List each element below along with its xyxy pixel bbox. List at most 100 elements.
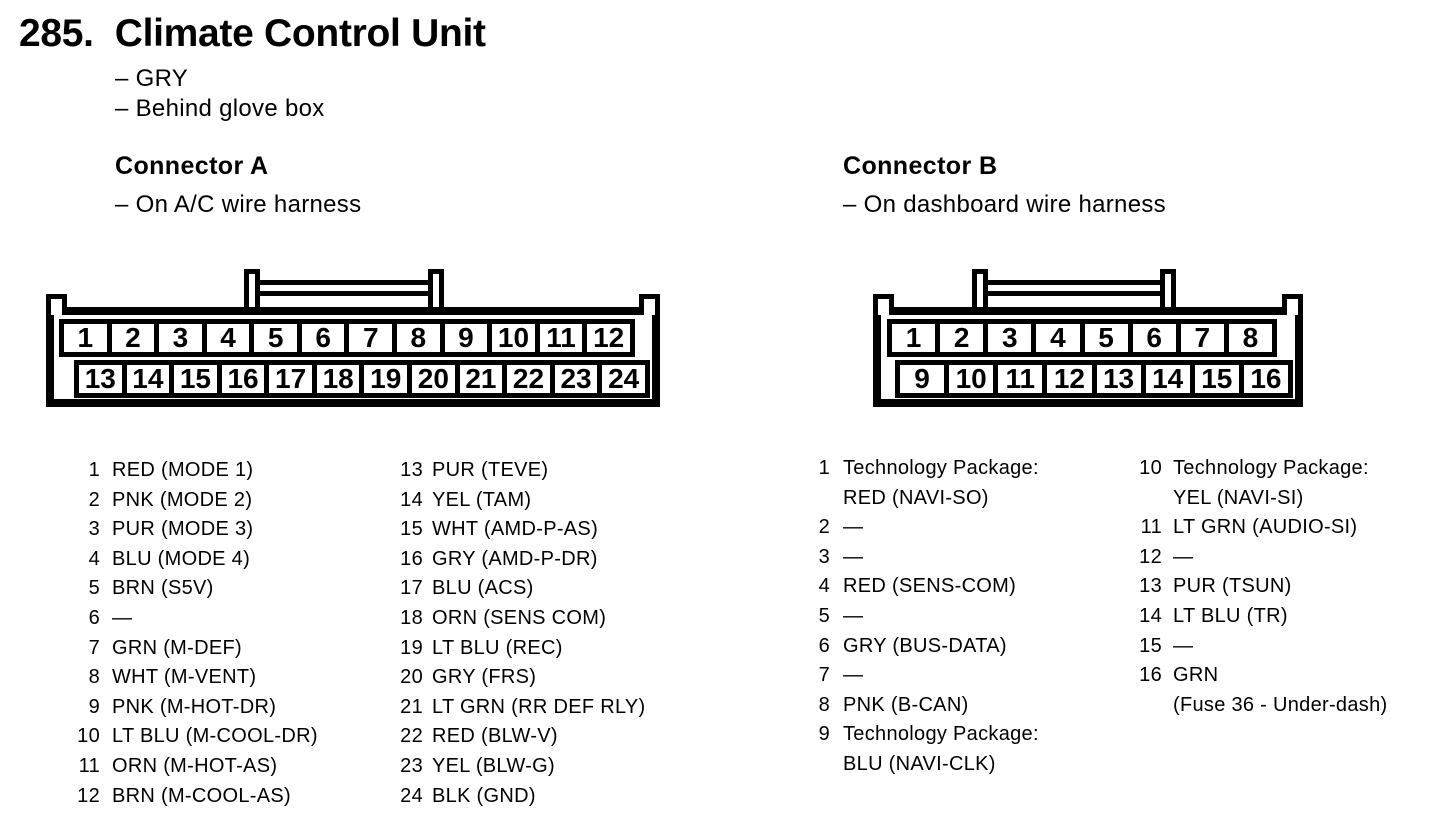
- connector-b-latch: [873, 269, 1303, 307]
- pin-entry: 1 Technology Package: RED (NAVI-SO): [806, 454, 1039, 513]
- pin-description: —: [843, 543, 863, 573]
- pin-number: 13: [1139, 575, 1162, 598]
- wire-color-function: —: [843, 604, 864, 627]
- pin-cell: 7: [344, 319, 398, 357]
- pin-number: 2: [818, 516, 830, 539]
- pin-entry: 12 —: [1128, 543, 1387, 573]
- pin-cell: 9: [895, 360, 950, 398]
- pin-number: 11: [1140, 516, 1162, 539]
- connector-b-body: 1 2 3 4 5 6 7 8 9: [873, 294, 1303, 407]
- wire-color-function: —: [843, 545, 864, 568]
- pin-description: PNK (B-CAN): [843, 691, 969, 721]
- wire-color-function: WHT (M-VENT): [112, 666, 257, 689]
- pin-cell: 20: [407, 360, 460, 398]
- pin-description: —: [843, 513, 863, 543]
- note-line: – GRY: [115, 65, 189, 92]
- corner-tab-left: [46, 294, 67, 315]
- pin-description: WHT (AMD-P-AS): [432, 515, 598, 545]
- wire-color-function: Technology Package:: [1173, 457, 1369, 479]
- wire-color-function: LT BLU (TR): [1173, 604, 1288, 627]
- wire-color-function: RED (MODE 1): [112, 459, 254, 481]
- pin-description: ORN (M-HOT-AS): [112, 752, 277, 782]
- wire-color-function: RED (BLW-V): [432, 725, 558, 748]
- pin-entry: 5 —: [806, 602, 1039, 632]
- pin-entry: 1 RED (MODE 1): [76, 456, 318, 486]
- pin-entry: 6 GRY (BUS-DATA): [806, 632, 1039, 662]
- latch-bar: [254, 280, 434, 296]
- pin-entry: 6 —: [76, 604, 318, 634]
- wire-color-function: —: [1173, 634, 1194, 657]
- pin-number: 7: [818, 664, 830, 687]
- pin-description: —: [843, 661, 863, 691]
- pin-entry: 23 YEL (BLW-G): [388, 752, 646, 782]
- latch-post-left: [244, 269, 260, 307]
- pin-number: 15: [400, 518, 423, 541]
- pin-number: 13: [400, 459, 423, 481]
- pin-description: WHT (M-VENT): [112, 663, 256, 693]
- pin-entry: 14 YEL (TAM): [388, 486, 646, 516]
- wire-color-function-line2: YEL (NAVI-SI): [1173, 486, 1304, 509]
- pin-description: PUR (MODE 3): [112, 515, 253, 545]
- wire-color-function: Technology Package:: [843, 723, 1039, 746]
- pin-number: 6: [88, 606, 100, 629]
- pin-cell: 18: [311, 360, 365, 398]
- pin-entry: 7 —: [806, 661, 1039, 691]
- pin-description: —: [1173, 632, 1193, 662]
- connector-b-top-row: 1 2 3 4 5 6 7 8: [887, 319, 1277, 357]
- pin-entry: 9 Technology Package: BLU (NAVI-CLK): [806, 720, 1039, 779]
- pin-number: 12: [1139, 545, 1162, 568]
- pin-cell: 6: [1127, 319, 1181, 357]
- pin-number: 20: [400, 666, 423, 689]
- wire-color-function: ORN (SENS COM): [432, 606, 607, 629]
- pin-entry: 13 PUR (TEVE): [388, 456, 646, 486]
- pin-number: 24: [400, 784, 423, 807]
- pin-entry: 15 WHT (AMD-P-AS): [388, 515, 646, 545]
- pin-entry: 3 PUR (MODE 3): [76, 515, 318, 545]
- pin-description: PUR (TEVE): [432, 456, 548, 486]
- wire-color-function: YEL (TAM): [432, 488, 532, 511]
- pin-description: GRN (Fuse 36 - Under-dash): [1173, 661, 1387, 720]
- pin-number: 10: [77, 725, 100, 748]
- pin-cell: 11: [993, 360, 1048, 398]
- pin-number: 5: [818, 604, 830, 627]
- pin-description: YEL (TAM): [432, 486, 531, 516]
- pin-number: 3: [88, 518, 100, 541]
- pin-description: Technology Package: BLU (NAVI-CLK): [843, 720, 1039, 779]
- pin-cell: 3: [983, 319, 1037, 357]
- pin-entry: 4 BLU (MODE 4): [76, 545, 318, 575]
- pin-number: 2: [88, 488, 100, 511]
- connector-b-pin-list-col1: 1 Technology Package: RED (NAVI-SO) 2 — …: [806, 454, 1039, 780]
- pin-cell: 12: [1042, 360, 1097, 398]
- pin-description: BRN (M-COOL-AS): [112, 782, 291, 812]
- pin-description: GRY (BUS-DATA): [843, 632, 1007, 662]
- wire-color-function: LT GRN (AUDIO-SI): [1173, 516, 1358, 539]
- pin-cell: 15: [169, 360, 222, 398]
- latch-post-left: [972, 269, 988, 307]
- corner-tab-right: [639, 294, 660, 315]
- connector-a-latch: [46, 269, 660, 307]
- wire-color-function: LT BLU (M-COOL-DR): [112, 725, 318, 748]
- wire-color-function-line2: RED (NAVI-SO): [843, 486, 989, 509]
- corner-tab-left: [873, 294, 894, 315]
- pin-number: 22: [400, 725, 423, 748]
- connector-a-note: – On A/C wire harness: [115, 191, 362, 218]
- pin-description: BLU (MODE 4): [112, 545, 250, 575]
- wire-color-function: —: [1173, 545, 1194, 568]
- pin-cell: 12: [582, 319, 635, 357]
- pin-number: 4: [88, 547, 100, 570]
- pin-entry: 10 LT BLU (M-COOL-DR): [76, 722, 318, 752]
- pin-entry: 8 PNK (B-CAN): [806, 691, 1039, 721]
- pin-number: 10: [1139, 457, 1162, 479]
- wire-color-function: BRN (M-COOL-AS): [112, 784, 291, 807]
- connector-a-pin-list-col1: 1 RED (MODE 1) 2 PNK (MODE 2) 3 PUR (MOD…: [76, 456, 318, 811]
- connector-a-pin-list-col2: 13 PUR (TEVE) 14 YEL (TAM) 15 WHT (AMD-P…: [388, 456, 646, 811]
- pin-cell: 4: [201, 319, 255, 357]
- connector-a-bottom-row: 13 14 15 16 17 18 19 20 21 22: [74, 360, 650, 398]
- pin-cell: 2: [106, 319, 160, 357]
- pin-entry: 19 LT BLU (REC): [388, 634, 646, 664]
- pin-cell: 14: [121, 360, 175, 398]
- pin-description: Technology Package: YEL (NAVI-SI): [1173, 454, 1369, 513]
- wire-color-function: BRN (S5V): [112, 577, 214, 600]
- pin-cell: 15: [1189, 360, 1244, 398]
- pin-cell: 17: [264, 360, 317, 398]
